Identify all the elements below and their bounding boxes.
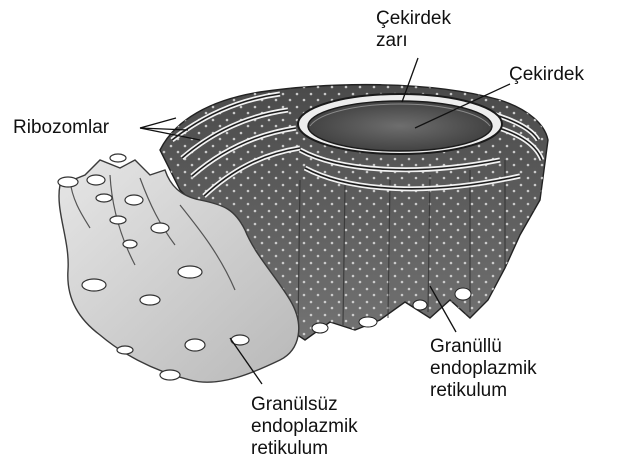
label-rough-er: Granüllü endoplazmik retikulum [430,336,537,402]
label-ribosomes: Ribozomlar [13,117,109,139]
nucleus-shape [298,94,502,154]
label-nuclear-envelope: Çekirdek zarı [376,8,451,52]
label-smooth-er: Granülsüz endoplazmik retikulum [251,394,358,460]
leader-ribosome-1 [140,118,176,128]
label-nucleus: Çekirdek [509,64,584,86]
